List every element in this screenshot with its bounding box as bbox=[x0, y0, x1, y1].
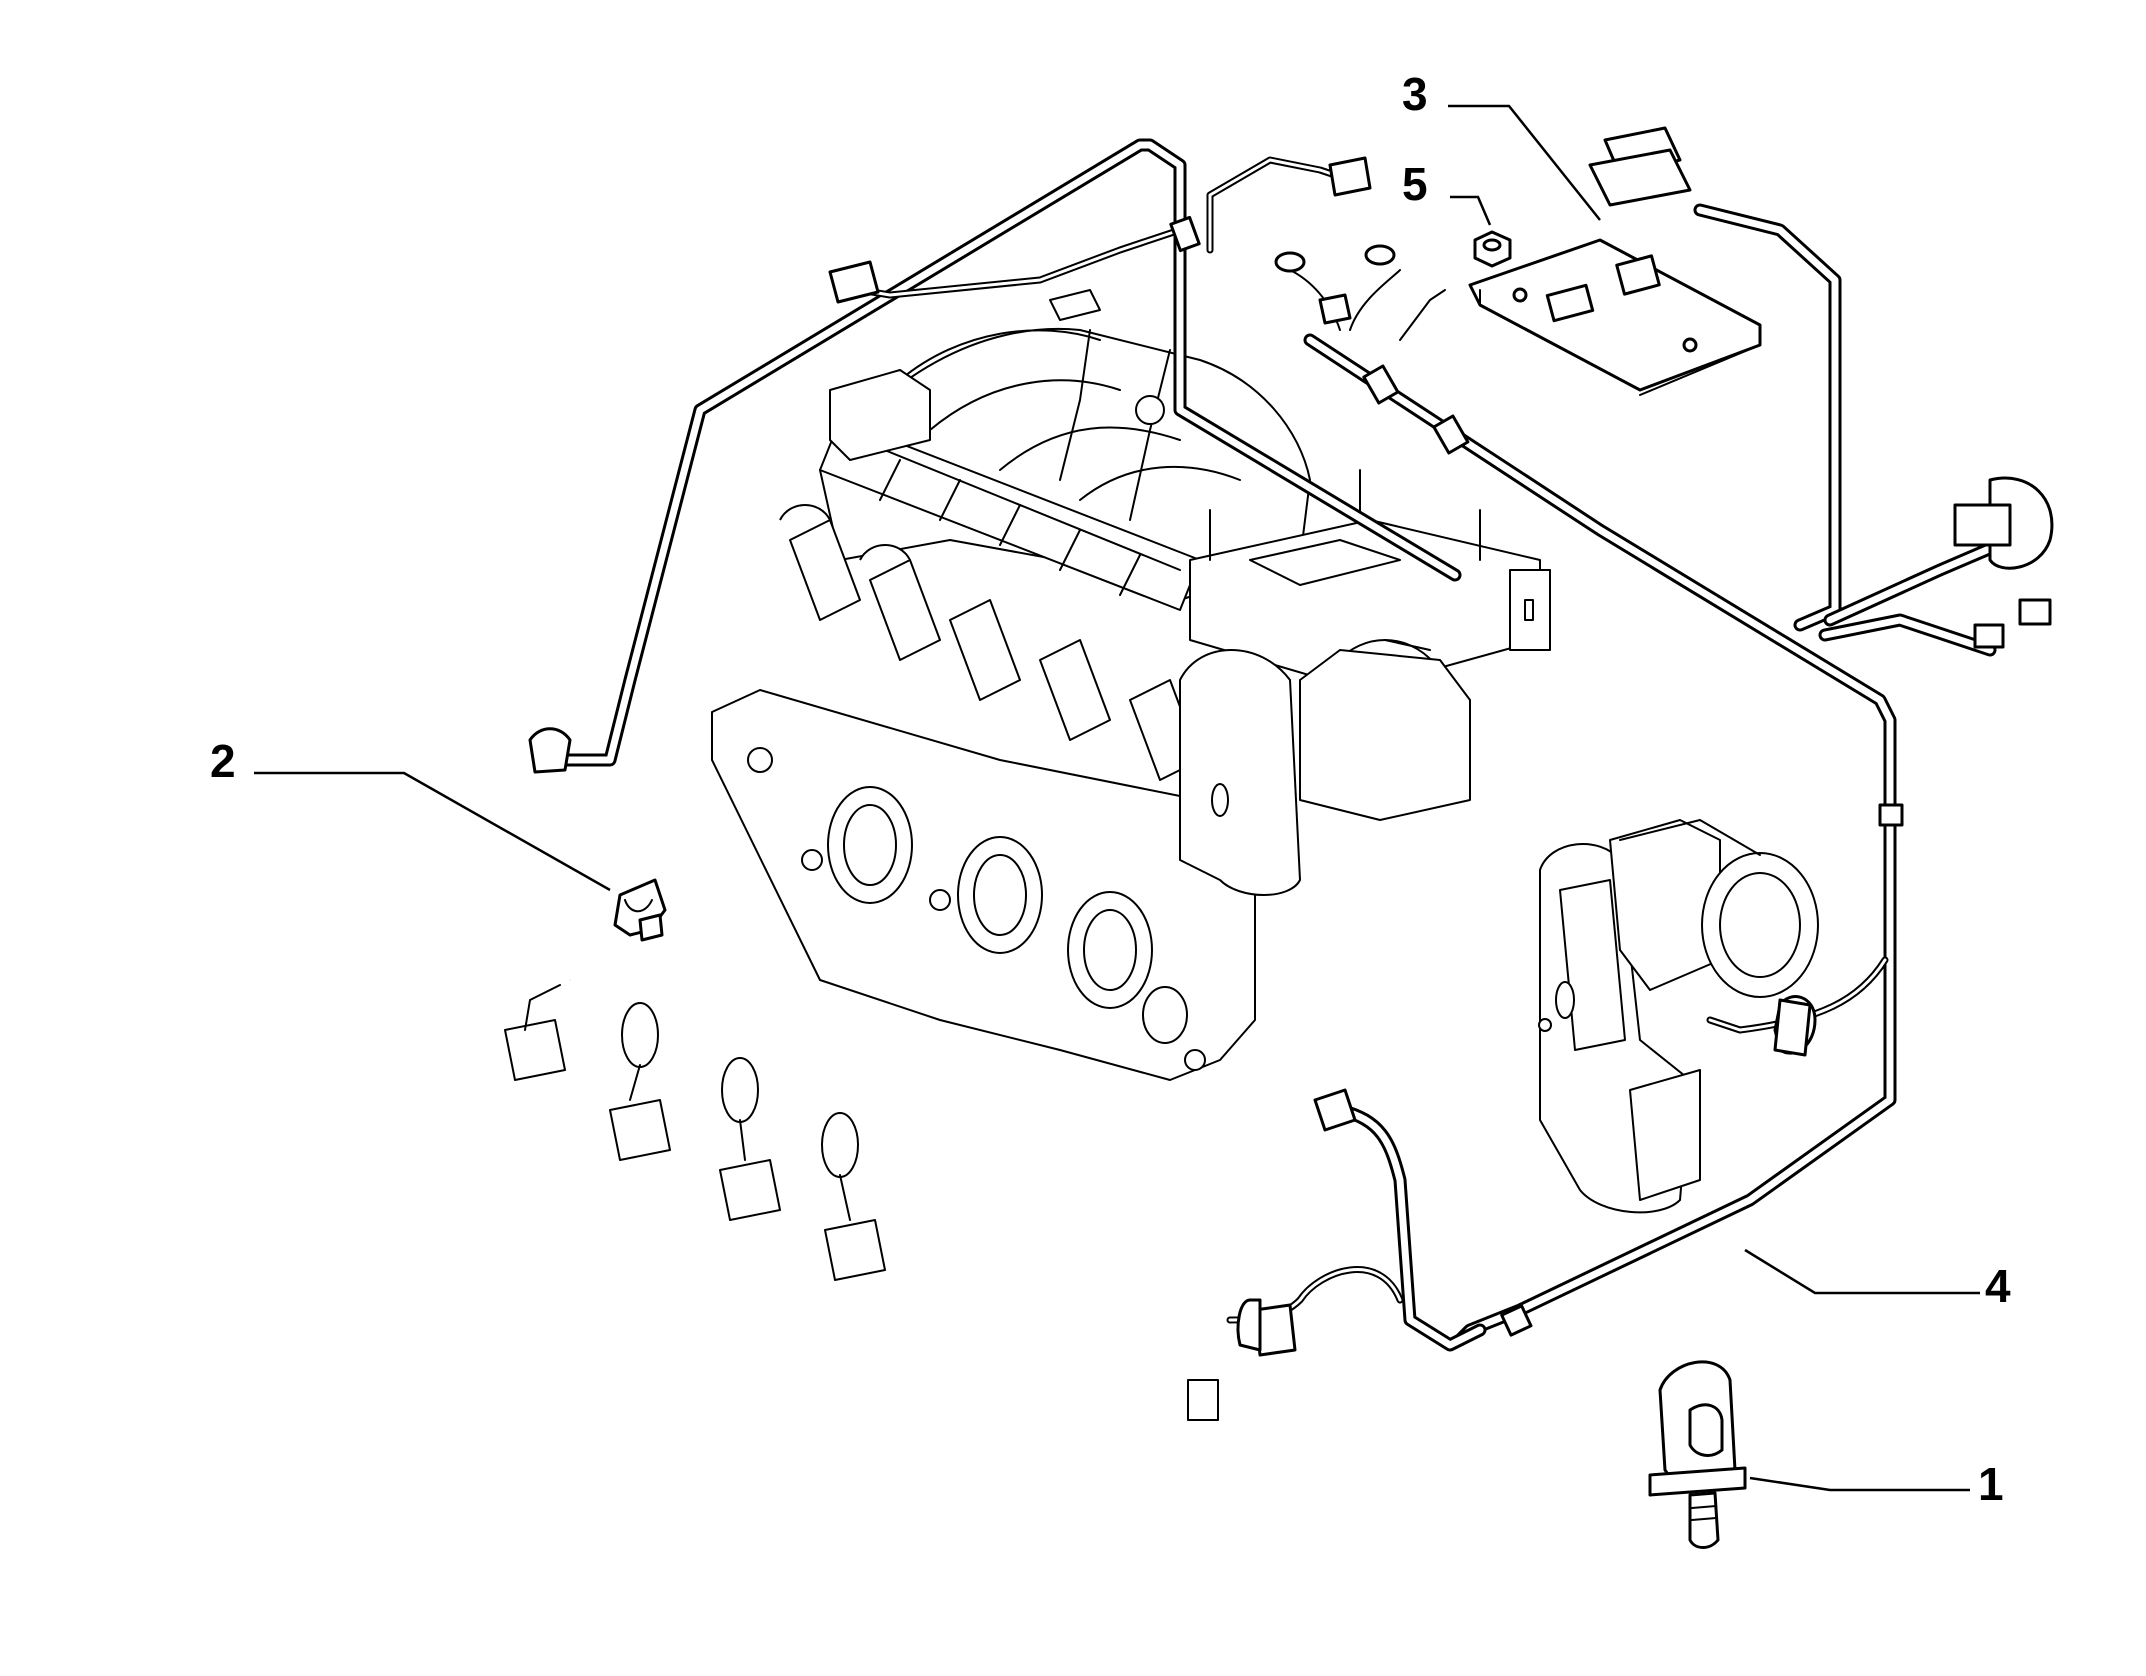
engine-wiring-harness bbox=[528, 126, 2054, 1357]
injector-wiring-subharness bbox=[504, 974, 1219, 1421]
connector-top bbox=[1328, 156, 1372, 197]
callout-3: 3 bbox=[1402, 68, 1428, 120]
leader-lines bbox=[254, 104, 1980, 1492]
clip-item-2 bbox=[613, 878, 667, 942]
callout-5: 5 bbox=[1402, 158, 1428, 210]
callout-numbers: 3 5 2 4 1 bbox=[210, 68, 2011, 1510]
control-module-item-3 bbox=[1468, 238, 1762, 396]
clamp-item-1 bbox=[1648, 1360, 1747, 1549]
nut-item-5 bbox=[1473, 230, 1512, 268]
throttle-body-drawing bbox=[1538, 819, 1819, 1214]
callout-2: 2 bbox=[210, 735, 236, 787]
callout-1: 1 bbox=[1978, 1458, 2004, 1510]
connector-left-loop bbox=[528, 727, 572, 774]
intake-manifold-drawing bbox=[711, 289, 1551, 1081]
connector-left-top bbox=[828, 260, 880, 304]
callout-4: 4 bbox=[1985, 1260, 2011, 1312]
